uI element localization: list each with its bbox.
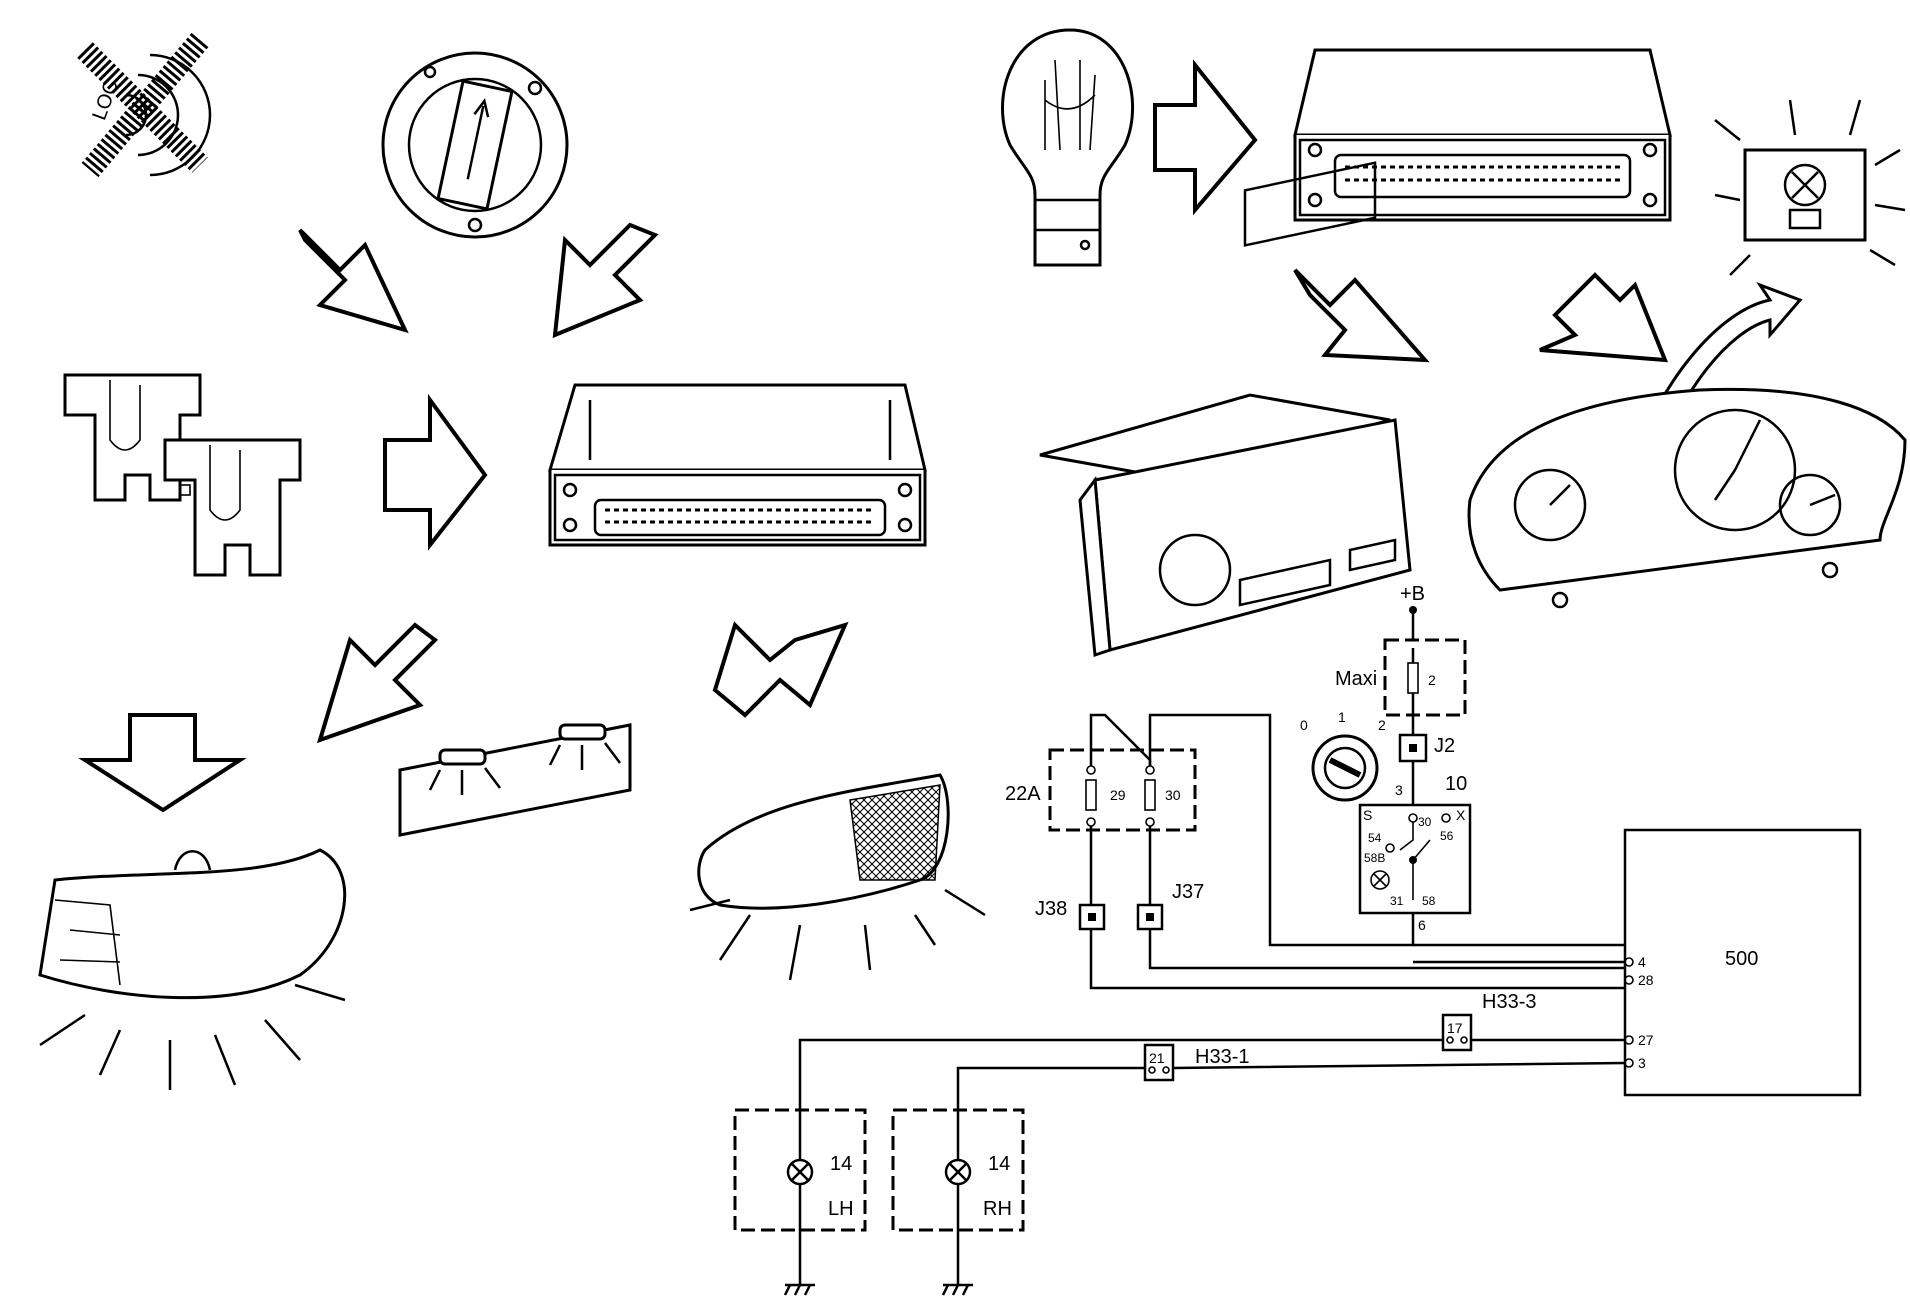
fuse-2-label: 2 xyxy=(1428,672,1436,688)
relay-22a: 22A 29 30 xyxy=(1005,748,1197,832)
number-plate-light-icon xyxy=(398,723,632,837)
pin-4-label: 4 xyxy=(1638,954,1646,970)
h33-3-label: H33-3 xyxy=(1482,991,1536,1013)
relay-22a-label: 22A xyxy=(1005,783,1041,805)
bulb-icon xyxy=(1001,28,1134,267)
display-unit-icon xyxy=(1039,161,1412,658)
control-unit-right xyxy=(1293,48,1672,222)
maxi-fuse-label: Maxi xyxy=(1335,668,1377,690)
switch-54-label: 54 xyxy=(1368,831,1382,845)
module-500: 500 4 28 27 3 xyxy=(1623,828,1862,1097)
switch-s-label: S xyxy=(1363,807,1372,823)
connector-j38-label: J38 xyxy=(1035,898,1067,920)
connector-j37: J37 xyxy=(1136,881,1204,931)
maxi-fuse xyxy=(1383,638,1467,717)
connector-21-label: 21 xyxy=(1149,1050,1165,1066)
switch-pin6-label: 6 xyxy=(1418,917,1426,933)
connector-j38: J38 xyxy=(1035,898,1106,931)
switch-30-label: 30 xyxy=(1418,815,1432,829)
ignition-1-label: 1 xyxy=(1338,709,1346,725)
arrow-down-right-2 xyxy=(712,621,849,718)
arrow-right-2 xyxy=(1153,59,1258,216)
arrow-down-3 xyxy=(1293,268,1430,363)
lamp-lh-number: 14 xyxy=(830,1153,852,1175)
switch-31-label: 31 xyxy=(1390,894,1404,908)
supply-label: +B xyxy=(1400,583,1425,605)
arrow-down-left-1 xyxy=(552,222,659,339)
switch-56-label: 56 xyxy=(1440,829,1454,843)
connector-j37-label: J37 xyxy=(1172,881,1204,903)
connector-21: 21 xyxy=(1143,1043,1175,1082)
arrow-down-1 xyxy=(78,713,247,813)
indicator-lamp-left xyxy=(38,848,347,1090)
pin-27-label: 27 xyxy=(1638,1032,1654,1048)
fuse-icon xyxy=(63,373,302,577)
arrow-down-right-1 xyxy=(298,228,409,334)
indicator-lamp-center xyxy=(689,773,986,981)
lamp-lh-label: LH xyxy=(828,1198,854,1220)
relay-30-label: 30 xyxy=(1165,787,1181,803)
switch-58b-label: 58B xyxy=(1364,851,1385,865)
light-switch-10: S X 30 56 54 58B 31 58 xyxy=(1358,803,1472,915)
ground-rh-icon xyxy=(941,1283,973,1296)
light-switch-icon xyxy=(381,51,569,239)
connector-j2: J2 xyxy=(1398,733,1455,763)
lamp-rh-number: 14 xyxy=(988,1153,1010,1175)
control-unit-left xyxy=(547,383,927,547)
ground-lh-icon xyxy=(783,1283,815,1296)
connector-j2-label: J2 xyxy=(1434,735,1455,757)
lamp-rh-label: RH xyxy=(983,1198,1012,1220)
ignition-2-label: 2 xyxy=(1378,717,1386,733)
relay-29-label: 29 xyxy=(1110,787,1126,803)
arrow-right-1 xyxy=(383,393,488,551)
switch-10-label: 10 xyxy=(1445,773,1467,795)
ignition-0-label: 0 xyxy=(1300,717,1308,733)
module-500-label: 500 xyxy=(1725,948,1758,970)
switch-pin3-label: 3 xyxy=(1395,782,1403,798)
h33-1-label: H33-1 xyxy=(1195,1046,1249,1068)
ignition-key-icon: 0 1 2 xyxy=(1300,709,1386,802)
switch-x-label: X xyxy=(1456,807,1466,823)
connector-17: 17 xyxy=(1441,1013,1473,1052)
connector-17-label: 17 xyxy=(1447,1020,1463,1036)
pin-28-label: 28 xyxy=(1638,972,1654,988)
loc-disabled-icon: LOC xyxy=(77,32,212,178)
arrow-down-left-2 xyxy=(316,622,439,744)
switch-58-label: 58 xyxy=(1422,894,1436,908)
pin-3-label: 3 xyxy=(1638,1055,1646,1071)
instrument-cluster-icon xyxy=(1467,387,1907,609)
warning-lamp-icon xyxy=(1714,99,1906,276)
arrow-down-4 xyxy=(1539,272,1669,363)
